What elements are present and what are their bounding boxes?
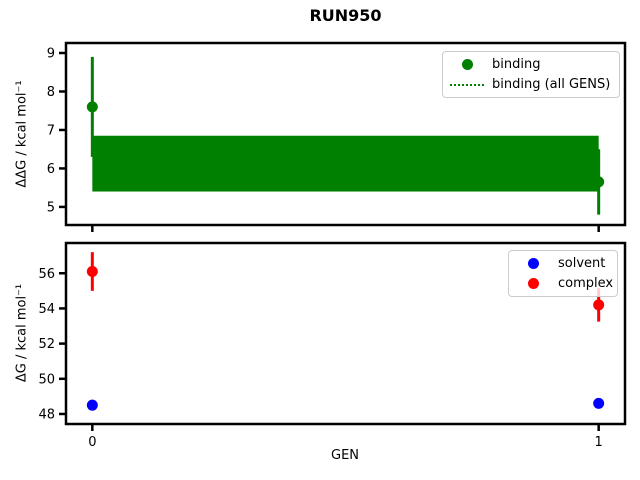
band-binding-all-gens — [92, 135, 599, 192]
y-axis-label-bottom: ΔG / kcal mol⁻¹ — [14, 283, 30, 383]
complex-point — [593, 299, 605, 311]
binding-dot-icon — [449, 58, 485, 70]
axes-spines — [64, 241, 627, 426]
legend-top: binding binding (all GENS) — [442, 51, 620, 98]
y-tick-label: 54 — [38, 302, 55, 317]
x-tick-label: 1 — [595, 435, 603, 450]
legend-label-complex: complex — [558, 276, 614, 292]
y-tick-label: 50 — [38, 372, 55, 387]
complex-point — [86, 265, 98, 277]
y-tick-label: 8 — [47, 85, 55, 100]
axes-spines — [64, 41, 627, 227]
legend-entry-binding: binding — [449, 55, 613, 74]
legend-label-binding: binding — [492, 56, 541, 72]
y-tick-label: 6 — [47, 162, 55, 177]
solvent-point — [593, 397, 605, 409]
binding-all-gens-dotted-line-icon — [449, 83, 485, 86]
legend-label-binding-all-gens: binding (all GENS) — [492, 77, 611, 93]
binding-point — [593, 176, 605, 188]
y-axis-label-top: ΔΔG / kcal mol⁻¹ — [14, 80, 30, 188]
solvent-dot-icon — [515, 257, 551, 269]
top-subplot: 5 6 7 8 9 — [47, 41, 627, 232]
complex-dot-icon — [515, 278, 551, 290]
y-tick-label: 5 — [47, 200, 55, 215]
legend-label-solvent: solvent — [558, 255, 606, 271]
y-tick-label: 56 — [38, 267, 55, 282]
y-tick-label: 7 — [47, 123, 55, 138]
legend-bottom: solvent complex — [508, 250, 618, 297]
figure-title: RUN950 — [309, 6, 382, 25]
legend-entry-solvent: solvent — [515, 254, 611, 273]
legend-entry-complex: complex — [515, 275, 614, 294]
y-tick-label: 48 — [38, 407, 55, 422]
y-tick-label: 9 — [47, 47, 55, 62]
x-tick-label: 0 — [88, 435, 96, 450]
solvent-point — [86, 399, 98, 411]
y-tick-label: 52 — [38, 337, 55, 352]
binding-point — [86, 101, 98, 113]
legend-entry-binding-all-gens: binding (all GENS) — [449, 76, 613, 95]
x-axis-label: GEN — [330, 448, 360, 463]
